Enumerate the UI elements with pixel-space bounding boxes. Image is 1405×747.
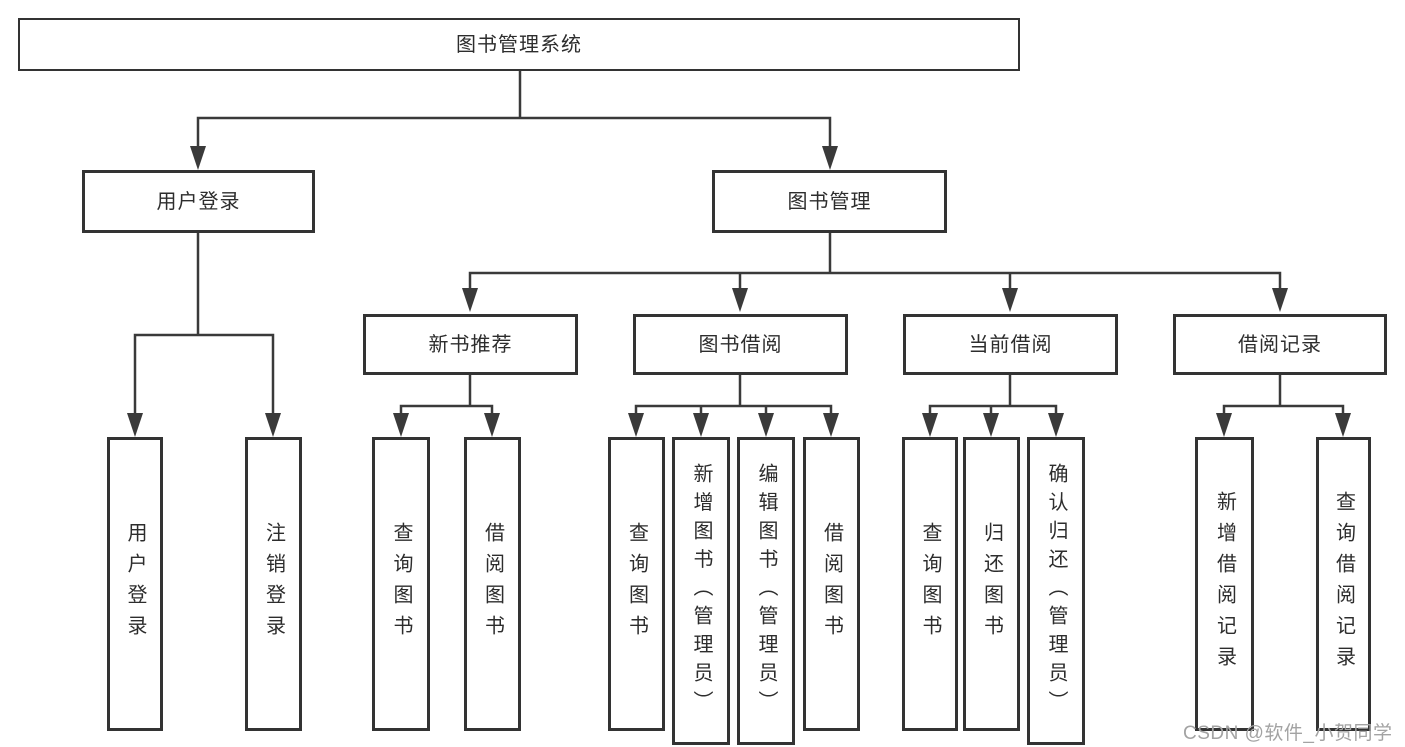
leaf-borrow-books-2: 借阅图书 [803,437,860,731]
leaf-edit-book-admin: 编辑图书（管理员） [737,437,795,745]
leaf-query-borrow-record: 查询借阅记录 [1316,437,1371,731]
leaf-query-books-3: 查询图书 [902,437,958,731]
leaf-return-book: 归还图书 [963,437,1020,731]
node-user-login-branch: 用户登录 [82,170,315,233]
node-current-borrowing: 当前借阅 [903,314,1118,375]
node-book-management: 图书管理 [712,170,947,233]
leaf-borrow-books-1: 借阅图书 [464,437,521,731]
node-borrow-records: 借阅记录 [1173,314,1387,375]
leaf-logout: 注销登录 [245,437,302,731]
leaf-query-books-1: 查询图书 [372,437,430,731]
node-root: 图书管理系统 [18,18,1020,71]
node-book-borrowing: 图书借阅 [633,314,848,375]
leaf-add-book-admin: 新增图书（管理员） [672,437,730,745]
leaf-confirm-return-admin: 确认归还（管理员） [1027,437,1085,745]
leaf-query-books-2: 查询图书 [608,437,665,731]
node-new-book-recommend: 新书推荐 [363,314,578,375]
leaf-add-borrow-record: 新增借阅记录 [1195,437,1254,731]
csdn-watermark: CSDN @软件_小贺同学 [1183,723,1393,744]
leaf-user-login: 用户登录 [107,437,163,731]
